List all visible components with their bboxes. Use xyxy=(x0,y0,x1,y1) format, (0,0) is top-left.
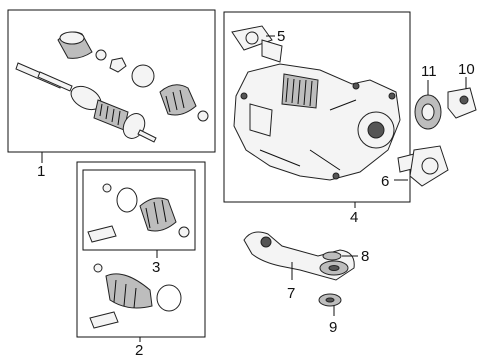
callout-10: 10 xyxy=(458,61,475,78)
boot-clamp xyxy=(131,64,155,88)
small-clamp xyxy=(197,110,209,122)
callout-4: 4 xyxy=(350,209,358,226)
kit3-snap-ring xyxy=(102,183,112,193)
inner-boot xyxy=(93,99,129,131)
boot-upper-ring xyxy=(59,31,85,45)
housing-fin-lines xyxy=(285,77,313,107)
differential-housing xyxy=(233,63,401,181)
support-hole-front xyxy=(260,236,272,248)
callout-3: 3 xyxy=(152,259,160,276)
housing-fins xyxy=(281,73,319,109)
input-flange-shaft xyxy=(261,39,283,63)
housing-bolt-3 xyxy=(388,92,396,100)
kit3-clamp-small xyxy=(178,226,190,238)
kit3-grease-pack xyxy=(87,225,117,243)
group-boot-kits: 3 2 xyxy=(76,161,206,359)
bushing-11-center xyxy=(421,103,435,121)
housing-bolt-1 xyxy=(240,92,248,100)
outer-boot xyxy=(159,84,197,116)
mount-10-hole xyxy=(459,95,469,105)
callout-6: 6 xyxy=(381,173,389,190)
insulator-9-center xyxy=(325,297,335,303)
frame-part-2 xyxy=(76,161,206,338)
clip xyxy=(109,57,127,73)
kit3-clamp-large xyxy=(116,187,138,213)
insulator-8 xyxy=(322,251,342,261)
housing-motor-section xyxy=(249,103,273,137)
kit3-boot-ribs xyxy=(145,199,167,229)
housing-bolt-4 xyxy=(332,172,340,180)
group-mount-insulators: 11 10 xyxy=(414,61,477,130)
inner-boot-ribs xyxy=(99,103,121,126)
support-bushing-center xyxy=(328,265,340,271)
frame-part-4 xyxy=(223,11,411,203)
callout-1: 1 xyxy=(37,163,45,180)
callout-7: 7 xyxy=(287,285,295,302)
frame-part-1 xyxy=(7,9,216,153)
kit3-boot xyxy=(139,197,177,232)
input-flange-hub xyxy=(245,31,259,45)
kit2-snap-ring xyxy=(93,263,103,273)
housing-bearing-center xyxy=(367,121,385,139)
snap-ring xyxy=(95,49,107,61)
outer-stub-shaft xyxy=(137,129,157,143)
callout-11: 11 xyxy=(421,63,437,80)
callout-5: 5 xyxy=(277,28,285,45)
group-axle-shaft-assembly: 1 xyxy=(7,9,216,180)
frame-part-3 xyxy=(82,169,196,251)
kit2-clamp xyxy=(156,284,182,312)
kit2-boot xyxy=(105,273,153,309)
kit2-boot-ribs xyxy=(113,279,137,309)
group-support-bracket: 8 7 9 xyxy=(243,231,369,336)
group-differential-assembly: 5 6 4 xyxy=(223,11,449,226)
outer-boot-ribs xyxy=(165,89,185,113)
kit2-grease-pack xyxy=(89,311,119,329)
callout-9: 9 xyxy=(329,319,337,336)
housing-detail-lines xyxy=(259,99,357,171)
housing-bolt-2 xyxy=(352,82,360,90)
callout-2: 2 xyxy=(135,342,143,359)
callout-8: 8 xyxy=(361,248,369,265)
axle-shaft-body xyxy=(37,71,73,92)
output-flange-hub xyxy=(421,157,439,175)
